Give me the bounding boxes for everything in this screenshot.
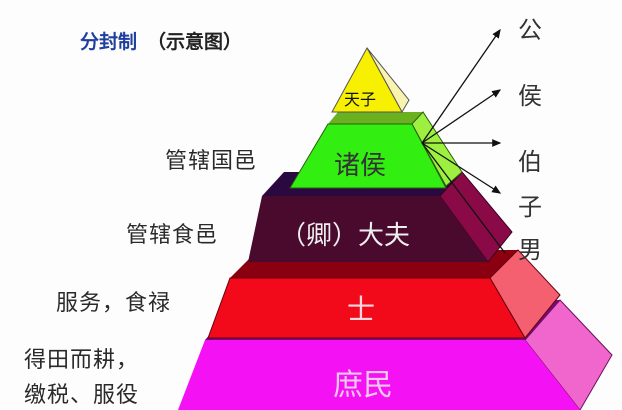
arrow-gong: [421, 28, 501, 144]
tier-shi-shape: [207, 249, 561, 339]
rank-arrows: [421, 28, 506, 254]
tier-label-zhuhou: 诸侯: [334, 151, 387, 181]
rank-zi: 子: [518, 193, 542, 221]
rank-nan: 男: [518, 236, 542, 264]
rank-gong: 公: [518, 16, 542, 44]
arrow-hou: [421, 89, 502, 144]
duty-shumin-line1: 得田而耕，: [24, 348, 140, 373]
title-main: 分封制: [80, 31, 138, 53]
title-sub: （示意图）: [147, 31, 243, 53]
tier-tianzi-shape: [331, 46, 410, 114]
duty-shi: 服务，食禄: [56, 291, 172, 316]
tier-label-qingdafu: （卿）大夫: [280, 221, 411, 251]
arrow-zi: [421, 142, 502, 194]
tier-label-shi: 士: [347, 293, 376, 326]
duty-zhuhou: 管辖国邑: [165, 149, 258, 174]
tier-label-tianzi: 天子: [344, 90, 377, 109]
rank-bo: 伯: [518, 148, 542, 176]
tier-label-shumin: 庶民: [333, 368, 393, 403]
duty-shumin-line2: 缴税、服役: [24, 383, 140, 408]
diagram-title: 分封制 （示意图）: [80, 27, 242, 54]
duty-qingdafu: 管辖食邑: [126, 223, 219, 248]
tier-zhuhou-shape: [289, 111, 463, 189]
rank-hou: 侯: [518, 82, 542, 110]
arrow-nan: [421, 142, 506, 254]
